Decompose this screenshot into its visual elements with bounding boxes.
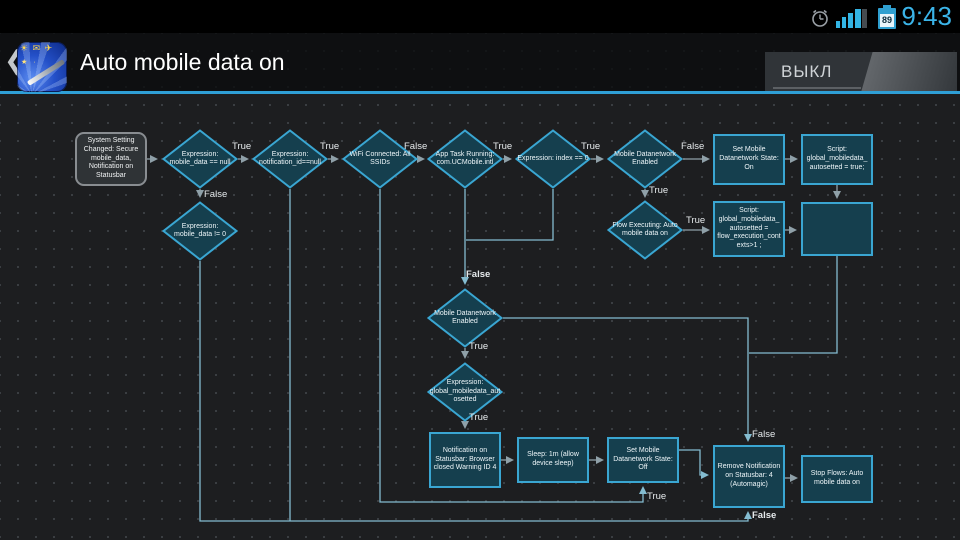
node-mobile-datanetwork-enabled-top[interactable]: Mobile Datanetwork Enabled xyxy=(607,129,683,189)
node-sleep[interactable]: Sleep: 1m (allow device sleep) xyxy=(517,437,589,483)
edges-teal xyxy=(199,189,838,522)
node-expression-notification-id-null[interactable]: Expression: notification_id==null xyxy=(252,129,328,189)
signal-strength-icon xyxy=(836,9,867,28)
edge-label-true: True xyxy=(581,141,601,152)
node-label: Stop Flows: Auto mobile data on xyxy=(810,470,864,486)
edge-label-false: False xyxy=(404,141,428,152)
node-label: App Task Running: com.UCMobile.intl xyxy=(435,150,495,166)
node-label: Sleep: 1m (allow device sleep) xyxy=(527,451,579,467)
node-expression-autosetted[interactable]: Expression: global_mobiledata_autosetted xyxy=(427,362,503,422)
node-mobile-datanetwork-enabled-mid[interactable]: Mobile Datanetwork Enabled xyxy=(427,288,503,348)
icon-sparkles: ☀ ✉ ✈ xyxy=(20,43,54,53)
node-wifi-connected[interactable]: WiFi Connected: All SSIDs xyxy=(342,129,418,189)
toggle-thumb xyxy=(860,52,957,91)
node-label: Flow Executing: Auto mobile data on xyxy=(612,221,678,237)
node-app-task-running[interactable]: App Task Running: com.UCMobile.intl xyxy=(427,129,503,189)
node-label: Mobile Datanetwork Enabled xyxy=(614,150,676,166)
edge-label-true: True xyxy=(232,141,252,152)
node-label: System Setting Changed: Secure mobile_da… xyxy=(83,137,139,180)
node-label: Script: global_mobiledata_autosetted = t… xyxy=(806,146,868,171)
node-script-empty[interactable] xyxy=(801,202,873,256)
node-remove-notification[interactable]: Remove Notification on Statusbar: 4 (Aut… xyxy=(713,445,785,508)
node-label: WiFi Connected: All SSIDs xyxy=(349,150,411,166)
edges-gray xyxy=(147,155,841,482)
node-expression-mobile-data-null[interactable]: Expression: mobile_data == null xyxy=(162,129,238,189)
node-trigger-system-setting[interactable]: System Setting Changed: Secure mobile_da… xyxy=(75,132,147,186)
alarm-clock-icon xyxy=(812,9,828,27)
node-label: Expression: index == 0 xyxy=(517,154,589,162)
edge-label-true: True xyxy=(469,341,489,352)
page-title: Auto mobile data on xyxy=(80,49,285,75)
toggle-label: ВЫКЛ xyxy=(781,62,833,81)
edge-label-false: False xyxy=(752,429,776,440)
node-label: Remove Notification on Statusbar: 4 (Aut… xyxy=(717,463,781,488)
node-flow-executing[interactable]: Flow Executing: Auto mobile data on xyxy=(607,200,683,260)
node-label: Expression: global_mobiledata_autosetted xyxy=(429,379,501,404)
node-set-mobile-data-on[interactable]: Set Mobile Datanetwork State: On xyxy=(713,134,785,185)
battery-icon: 89 xyxy=(878,5,896,29)
node-notification-on-statusbar[interactable]: Notification on Statusbar: Browser close… xyxy=(429,432,501,488)
flow-enabled-toggle[interactable]: ВЫКЛ xyxy=(765,52,957,91)
flow-canvas[interactable] xyxy=(0,33,960,540)
node-label: Script: global_mobiledata_autosetted = f… xyxy=(717,207,781,250)
node-expression-index-0[interactable]: Expression: index == 0 xyxy=(515,129,591,189)
node-script-flow-execution[interactable]: Script: global_mobiledata_autosetted = f… xyxy=(713,201,785,257)
edge-label-true: True xyxy=(647,491,667,502)
node-label: Expression: mobile_data == null xyxy=(169,150,231,166)
android-status-bar: 89 9:43 xyxy=(0,0,960,33)
node-label: Set Mobile Datanetwork State: Off xyxy=(613,446,673,472)
node-label: Set Mobile Datanetwork State: On xyxy=(719,146,779,171)
node-label: Expression: mobile_data != 0 xyxy=(174,222,226,238)
app-icon[interactable]: ☀ ✉ ✈ ★ · xyxy=(17,42,67,92)
edge-label-false: False xyxy=(466,269,491,280)
icon-stars: ★ · xyxy=(21,59,38,66)
edge-label-true: True xyxy=(649,185,669,196)
edge-label-false: False xyxy=(752,510,777,521)
status-clock: 9:43 xyxy=(901,1,952,31)
node-label: Notification on Statusbar: Browser close… xyxy=(433,446,497,472)
edge-label-false: False xyxy=(681,141,705,152)
node-set-mobile-data-off[interactable]: Set Mobile Datanetwork State: Off xyxy=(607,437,679,483)
node-script-autosetted-true[interactable]: Script: global_mobiledata_autosetted = t… xyxy=(801,134,873,185)
node-label: Mobile Datanetwork Enabled xyxy=(434,309,496,325)
battery-percent: 89 xyxy=(880,14,894,27)
edge-label-true: True xyxy=(493,141,513,152)
node-label: Expression: notification_id==null xyxy=(259,150,321,166)
edge-label-false: False xyxy=(204,189,228,200)
toggle-underline xyxy=(773,87,861,89)
edge-label-true: True xyxy=(469,412,489,423)
node-stop-flows[interactable]: Stop Flows: Auto mobile data on xyxy=(801,455,873,503)
node-expression-mobile-data-not-0[interactable]: Expression: mobile_data != 0 xyxy=(162,201,238,261)
edge-label-true: True xyxy=(320,141,340,152)
actionbar-accent-underline xyxy=(0,91,960,94)
edge-label-true: True xyxy=(686,215,706,226)
